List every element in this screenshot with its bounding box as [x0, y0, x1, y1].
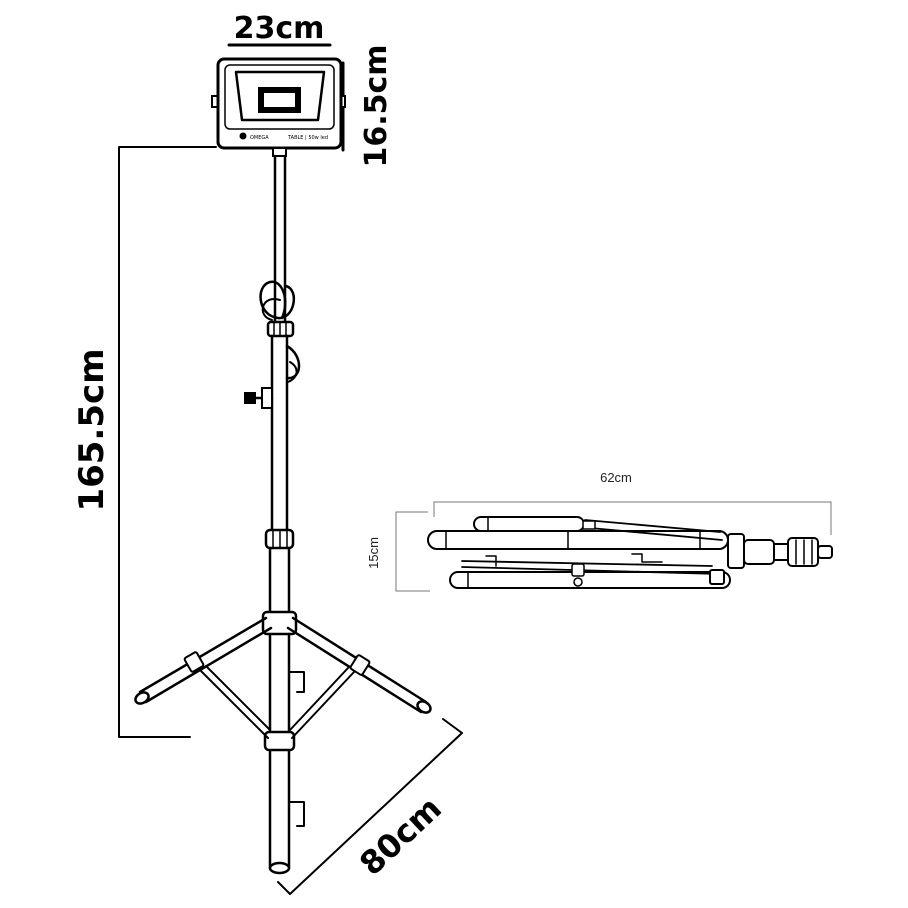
lock-knob-icon: [244, 392, 256, 404]
model-label: TABLE | 50w led: [287, 135, 328, 141]
brand-label: OMEGA: [250, 135, 269, 141]
folded-main-tube: [427, 530, 729, 550]
left-leg-joint: [183, 651, 205, 673]
width-dimension-label: 23cm: [234, 11, 325, 46]
folded-lower-leg: [449, 571, 731, 589]
power-cable: [259, 280, 301, 383]
base-spread-dimension-label: 80cm: [352, 789, 449, 883]
folded-length-dimension-line: [433, 501, 832, 535]
folded-height-dimension-line: [395, 511, 430, 592]
light-height-dimension: 16.5cm: [341, 44, 394, 168]
left-leg-foot: [134, 691, 150, 705]
floodlight-frame: [224, 64, 335, 130]
lower-hook: [288, 801, 305, 827]
folded-connector: [743, 539, 775, 565]
tripod-pole: [244, 147, 305, 875]
floodlight-head: OMEGA TABLE | 50w led: [211, 57, 346, 150]
folded-upper-leg: [473, 516, 585, 532]
width-dimension: 23cm: [227, 11, 332, 47]
floodlight-bezel: [234, 70, 326, 122]
total-height-dimension-line: [118, 146, 217, 738]
total-height-dimension-label: 165.5cm: [72, 348, 112, 511]
brand-logo-icon: [239, 132, 247, 140]
center-leg-foot: [268, 861, 291, 875]
floodlight-led-panel: [264, 93, 295, 107]
folded-connector-tip: [817, 545, 833, 559]
tripod-legs: [134, 616, 432, 739]
base-spread-dimension: 80cm: [277, 718, 463, 895]
folded-height-label: 15cm: [366, 537, 381, 569]
base-spread-dimension-line: [277, 718, 463, 895]
total-height-dimension: 165.5cm: [72, 146, 217, 738]
right-leg-joint: [349, 654, 371, 676]
folded-hub: [727, 533, 745, 569]
light-height-dimension-label: 16.5cm: [359, 44, 394, 167]
folded-tripod-view: 62cm 15cm: [366, 470, 833, 592]
folded-length-label: 62cm: [600, 470, 632, 485]
pole-top-mount: [272, 147, 287, 157]
upper-hook: [288, 671, 305, 693]
right-leg-foot: [416, 700, 432, 714]
brace-collar: [263, 730, 296, 752]
